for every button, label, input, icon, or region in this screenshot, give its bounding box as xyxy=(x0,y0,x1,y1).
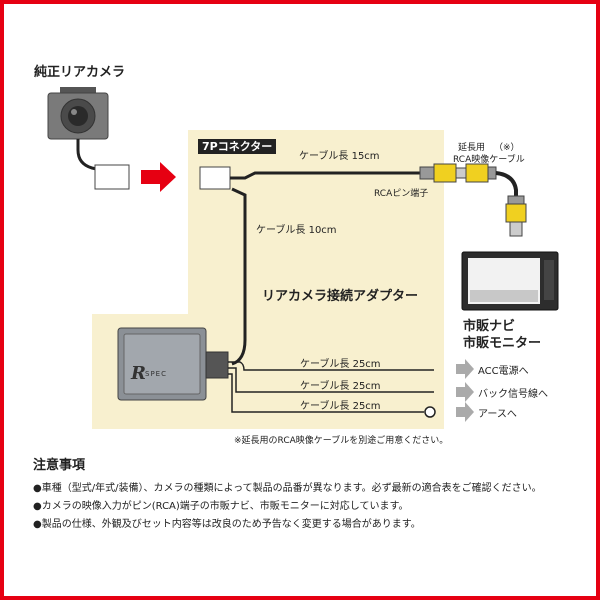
rear-camera-title: 純正リアカメラ xyxy=(34,65,126,80)
monitor-title-line1: 市販ナビ xyxy=(463,319,516,334)
cable-10cm xyxy=(231,187,247,366)
adapter-panel-top xyxy=(188,130,444,320)
cable-15cm xyxy=(230,171,420,180)
output-wires xyxy=(228,361,434,413)
extension-rca-cable-icon xyxy=(465,163,527,237)
adapter-title: リアカメラ接続アダプター xyxy=(262,289,419,304)
connector-label: 7Pコネクター xyxy=(198,139,277,154)
rca-pin-label: RCAピン端子 xyxy=(374,189,429,199)
note-item: ●車種（型式/年式/装備）、カメラの種類によって製品の品番が異なります。必ず最新… xyxy=(33,483,542,494)
cable-15cm-label: ケーブル長 15cm xyxy=(299,151,380,162)
acc-target-label: ACC電源へ xyxy=(478,366,529,377)
wire-acc-cable-label: ケーブル長 25cm xyxy=(300,359,381,370)
monitor-icon xyxy=(461,251,559,311)
note-item: ●製品の仕様、外観及びセット内容等は改良のため予告なく変更する場合があります。 xyxy=(33,519,421,530)
extension-cable-label-line2: RCA映像ケーブル xyxy=(453,155,525,165)
extension-cable-label-line1: 延長用 xyxy=(458,143,486,153)
earth-arrow-icon xyxy=(456,402,474,422)
red-arrow-icon xyxy=(141,162,176,192)
note-item: ●カメラの映像入力がピン(RCA)端子の市販ナビ、市販モニターに対応しています。 xyxy=(33,501,409,512)
extension-cable-mark: （※） xyxy=(494,143,520,153)
back-signal-arrow-icon xyxy=(456,382,474,402)
adapter-r-logo: R xyxy=(130,363,146,384)
adapter-logo-text: SPEC xyxy=(145,370,167,378)
monitor-title: 市販ナビ 市販モニター xyxy=(463,318,541,352)
camera-cable xyxy=(76,139,111,174)
footnote: ※延長用のRCA映像ケーブルを別途ご用意ください。 xyxy=(234,436,449,446)
wire-earth-cable-label: ケーブル長 25cm xyxy=(300,401,381,412)
monitor-title-line2: 市販モニター xyxy=(463,336,542,351)
wire-back-cable-label: ケーブル長 25cm xyxy=(300,381,381,392)
notes-title: 注意事項 xyxy=(33,458,86,473)
adapter-7p-connector xyxy=(199,166,231,190)
adapter-box-icon xyxy=(117,327,229,401)
earth-terminal-icon xyxy=(424,406,436,418)
camera-side-connector xyxy=(94,164,130,190)
earth-target-label: アースへ xyxy=(478,409,517,420)
back-signal-target-label: バック信号線へ xyxy=(478,389,548,400)
acc-arrow-icon xyxy=(456,359,474,379)
cable-10cm-label: ケーブル長 10cm xyxy=(256,225,337,236)
rear-camera-icon xyxy=(47,87,109,140)
rca-pin-terminal-icon xyxy=(419,163,467,183)
